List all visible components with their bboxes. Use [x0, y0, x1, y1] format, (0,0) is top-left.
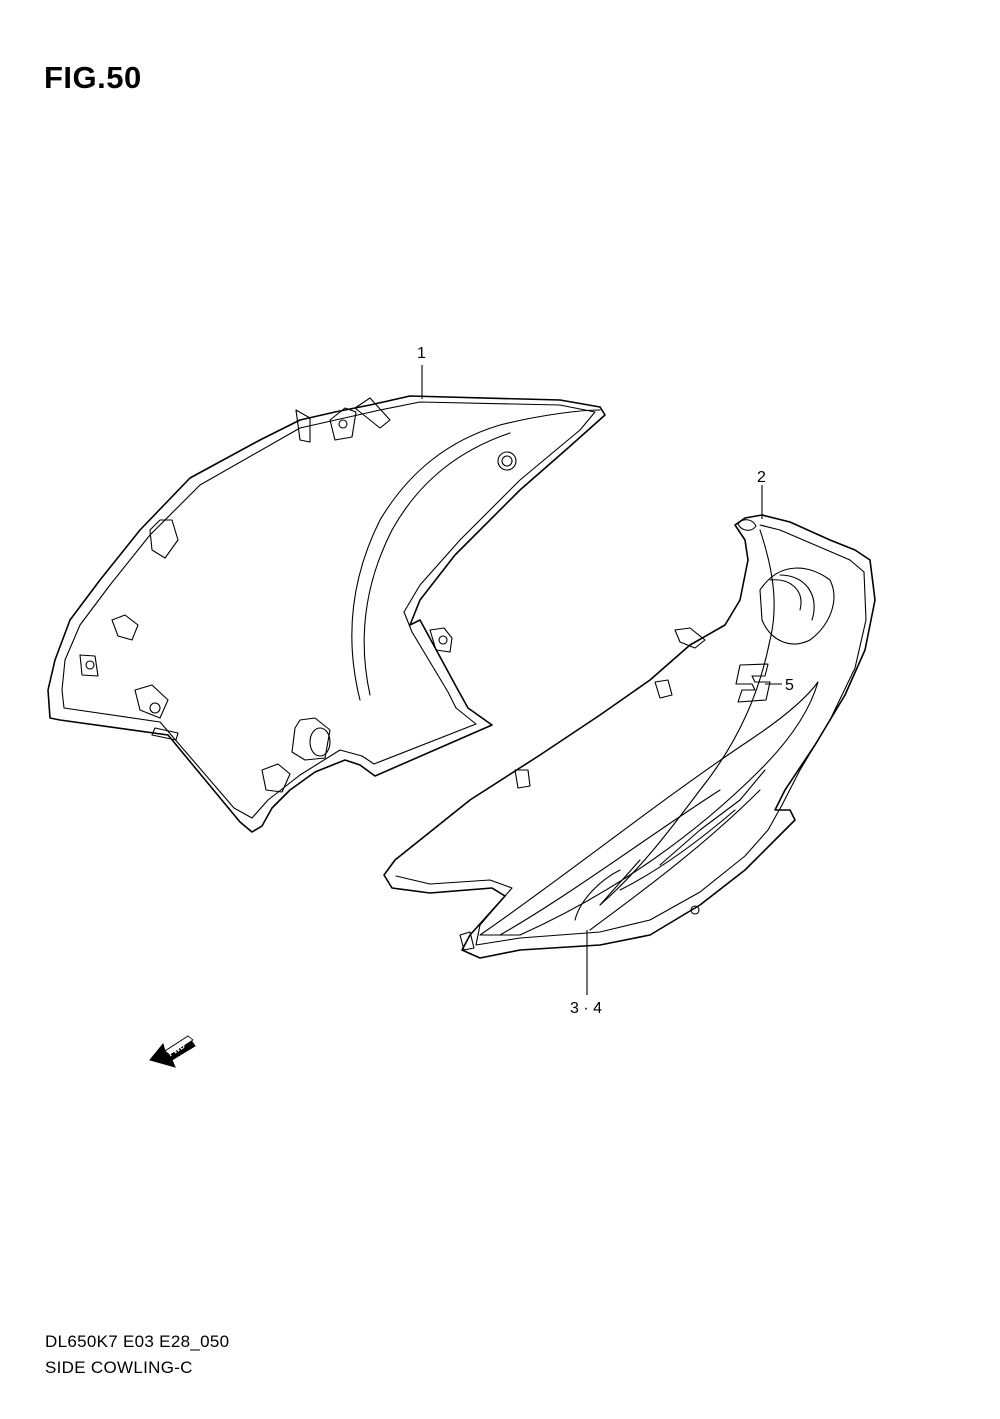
footer-code: DL650K7 E03 E28_050	[45, 1332, 230, 1351]
side-cowling-right[interactable]	[383, 514, 876, 959]
callout-3-4: 3 · 4	[570, 1000, 602, 1017]
fwd-arrow-icon: FWD	[149, 1035, 196, 1068]
footer-caption: SIDE COWLING-C	[45, 1358, 193, 1377]
side-cowling-left[interactable]	[47, 395, 606, 833]
callout-1: 1	[417, 345, 426, 362]
figure-title: FIG.50	[44, 60, 142, 95]
callout-2: 2	[757, 469, 766, 486]
callout-5: 5	[785, 677, 794, 694]
